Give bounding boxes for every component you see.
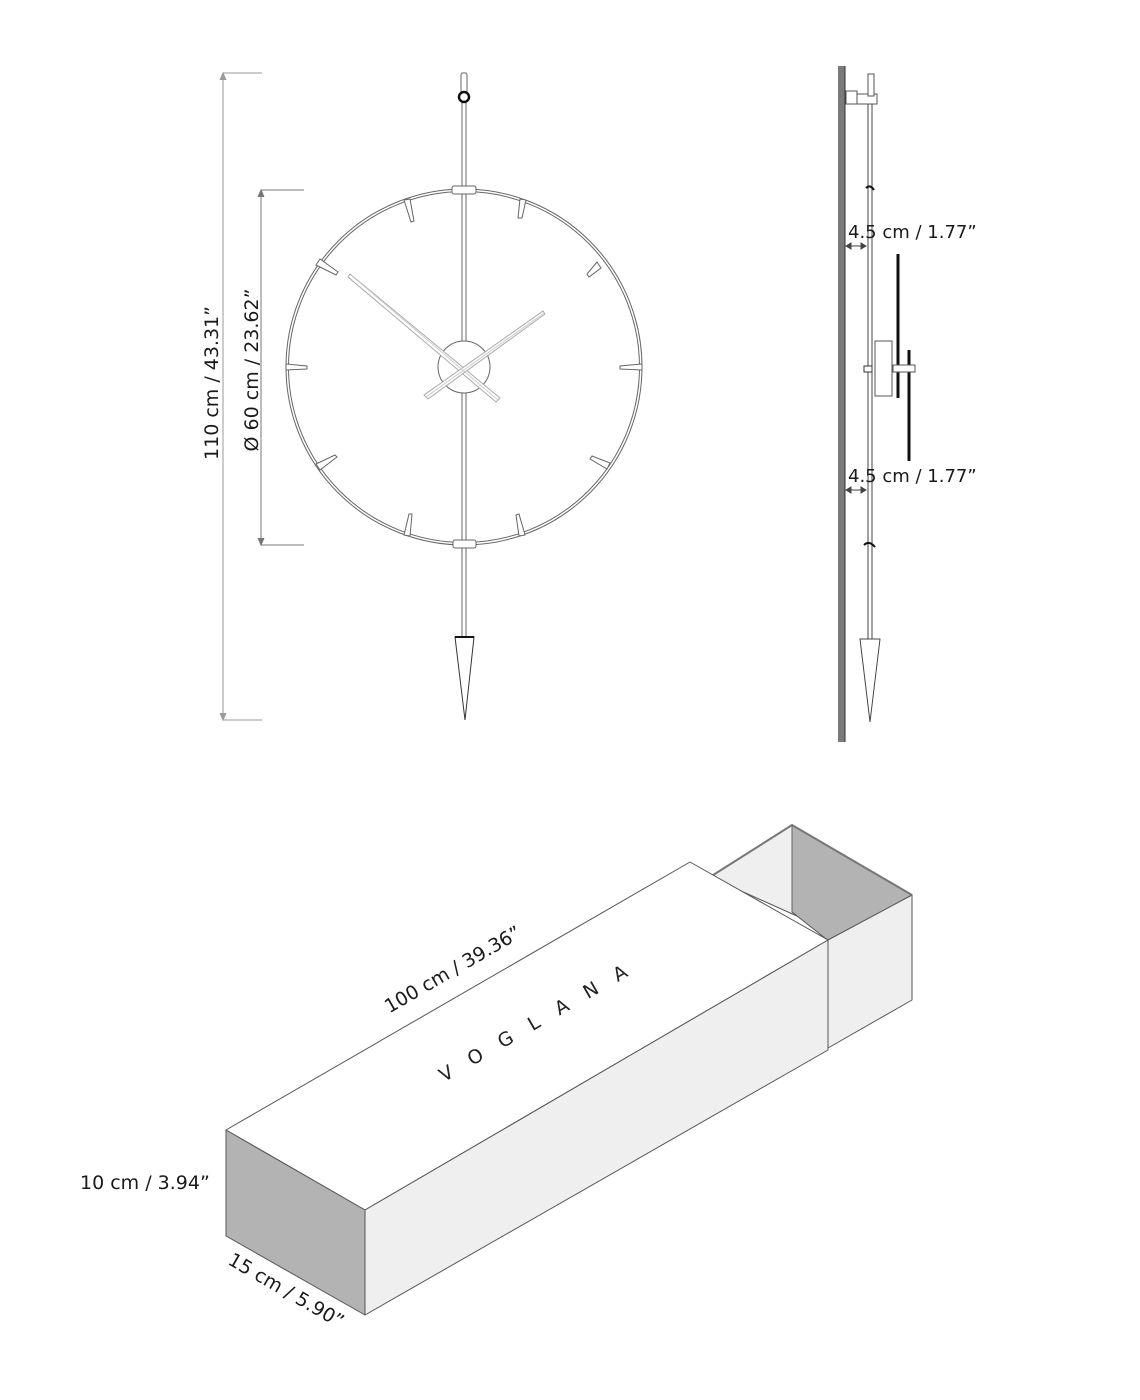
bottom-offset-dimension (845, 486, 867, 494)
box-front-face (364, 939, 829, 1316)
side-pendulum-spike (859, 638, 881, 723)
box-height-label: 10 cm / 3.94” (80, 1172, 210, 1194)
diameter-dimension (257, 188, 304, 547)
overall-height-dimension (219, 71, 262, 722)
overall-height-label: 110 cm / 43.31” (201, 306, 223, 460)
clock-front-view: 110 cm / 43.31” Ø 60 cm / 23.62” (201, 71, 643, 722)
hour-markers (285, 198, 643, 537)
top-clamp (451, 185, 477, 195)
clock-hands (347, 273, 546, 403)
top-offset-label: 4.5 cm / 1.77” (848, 222, 977, 243)
box-drawer (709, 824, 913, 1049)
pendulum-spike (454, 636, 475, 721)
diameter-label: Ø 60 cm / 23.62” (241, 289, 263, 452)
bottom-clamp (452, 539, 477, 549)
hanging-ring (457, 90, 471, 104)
packaging-box (225, 824, 913, 1316)
clock-movement (874, 340, 893, 397)
clock-side-view: 4.5 cm / 1.77” 4.5 cm / 1.77” (838, 66, 977, 742)
wall (838, 66, 845, 742)
bottom-offset-label: 4.5 cm / 1.77” (848, 466, 977, 487)
top-offset-dimension (845, 242, 867, 250)
